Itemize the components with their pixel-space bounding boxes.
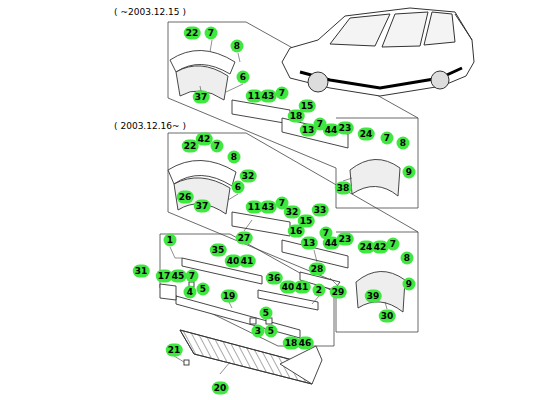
- callout-number: 43: [260, 90, 277, 103]
- callout-number: 8: [228, 151, 241, 164]
- callout-number: 20: [212, 382, 229, 395]
- callout-number: 29: [330, 286, 347, 299]
- callout-number: 21: [166, 344, 183, 357]
- callout-number: 5: [197, 283, 210, 296]
- callout-number: 38: [335, 182, 352, 195]
- callout-number: 43: [260, 201, 277, 214]
- callout-number: 6: [237, 71, 250, 84]
- callout-number: 8: [401, 252, 414, 265]
- callout-number: 39: [365, 290, 382, 303]
- callout-number: 6: [232, 181, 245, 194]
- group-frame: [168, 133, 418, 332]
- callout-number: 46: [297, 337, 314, 350]
- callout-number: 8: [397, 137, 410, 150]
- callout-number: 23: [337, 233, 354, 246]
- callout-number: 2: [313, 284, 326, 297]
- callout-number: 45: [170, 270, 187, 283]
- callout-number: 13: [301, 237, 318, 250]
- vehicle-drawing: [282, 8, 474, 96]
- callout-number: 7: [387, 238, 400, 251]
- callout-number: 23: [337, 122, 354, 135]
- callout-number: 9: [403, 278, 416, 291]
- callout-number: 31: [133, 265, 150, 278]
- callout-number: 4: [184, 286, 197, 299]
- date-range-label: ( 2003.12.16~ ): [113, 121, 187, 132]
- callout-number: 9: [403, 166, 416, 179]
- callout-number: 37: [193, 91, 210, 104]
- callout-number: 16: [288, 225, 305, 238]
- callout-number: 1: [164, 234, 177, 247]
- callout-number: 35: [210, 244, 227, 257]
- callout-number: 3: [252, 325, 265, 338]
- callout-number: 7: [381, 132, 394, 145]
- callout-number: 24: [358, 128, 375, 141]
- callout-number: 7: [186, 270, 199, 283]
- callout-number: 32: [240, 170, 257, 183]
- callout-number: 28: [309, 263, 326, 276]
- callout-number: 19: [221, 290, 238, 303]
- callout-number: 7: [276, 87, 289, 100]
- callout-number: 5: [265, 325, 278, 338]
- callout-number: 7: [211, 140, 224, 153]
- callout-number: 33: [312, 204, 329, 217]
- callout-number: 41: [239, 255, 256, 268]
- callout-number: 41: [294, 281, 311, 294]
- callout-number: 18: [288, 110, 305, 123]
- callout-number: 22: [184, 27, 201, 40]
- callout-number: 37: [194, 200, 211, 213]
- callout-number: 22: [182, 140, 199, 153]
- callout-number: 27: [236, 232, 253, 245]
- date-range-label: ( ~2003.12.15 ): [113, 7, 187, 18]
- callout-number: 5: [260, 307, 273, 320]
- callout-number: 26: [177, 191, 194, 204]
- callout-number: 8: [231, 40, 244, 53]
- callout-number: 30: [379, 310, 396, 323]
- callout-number: 7: [205, 27, 218, 40]
